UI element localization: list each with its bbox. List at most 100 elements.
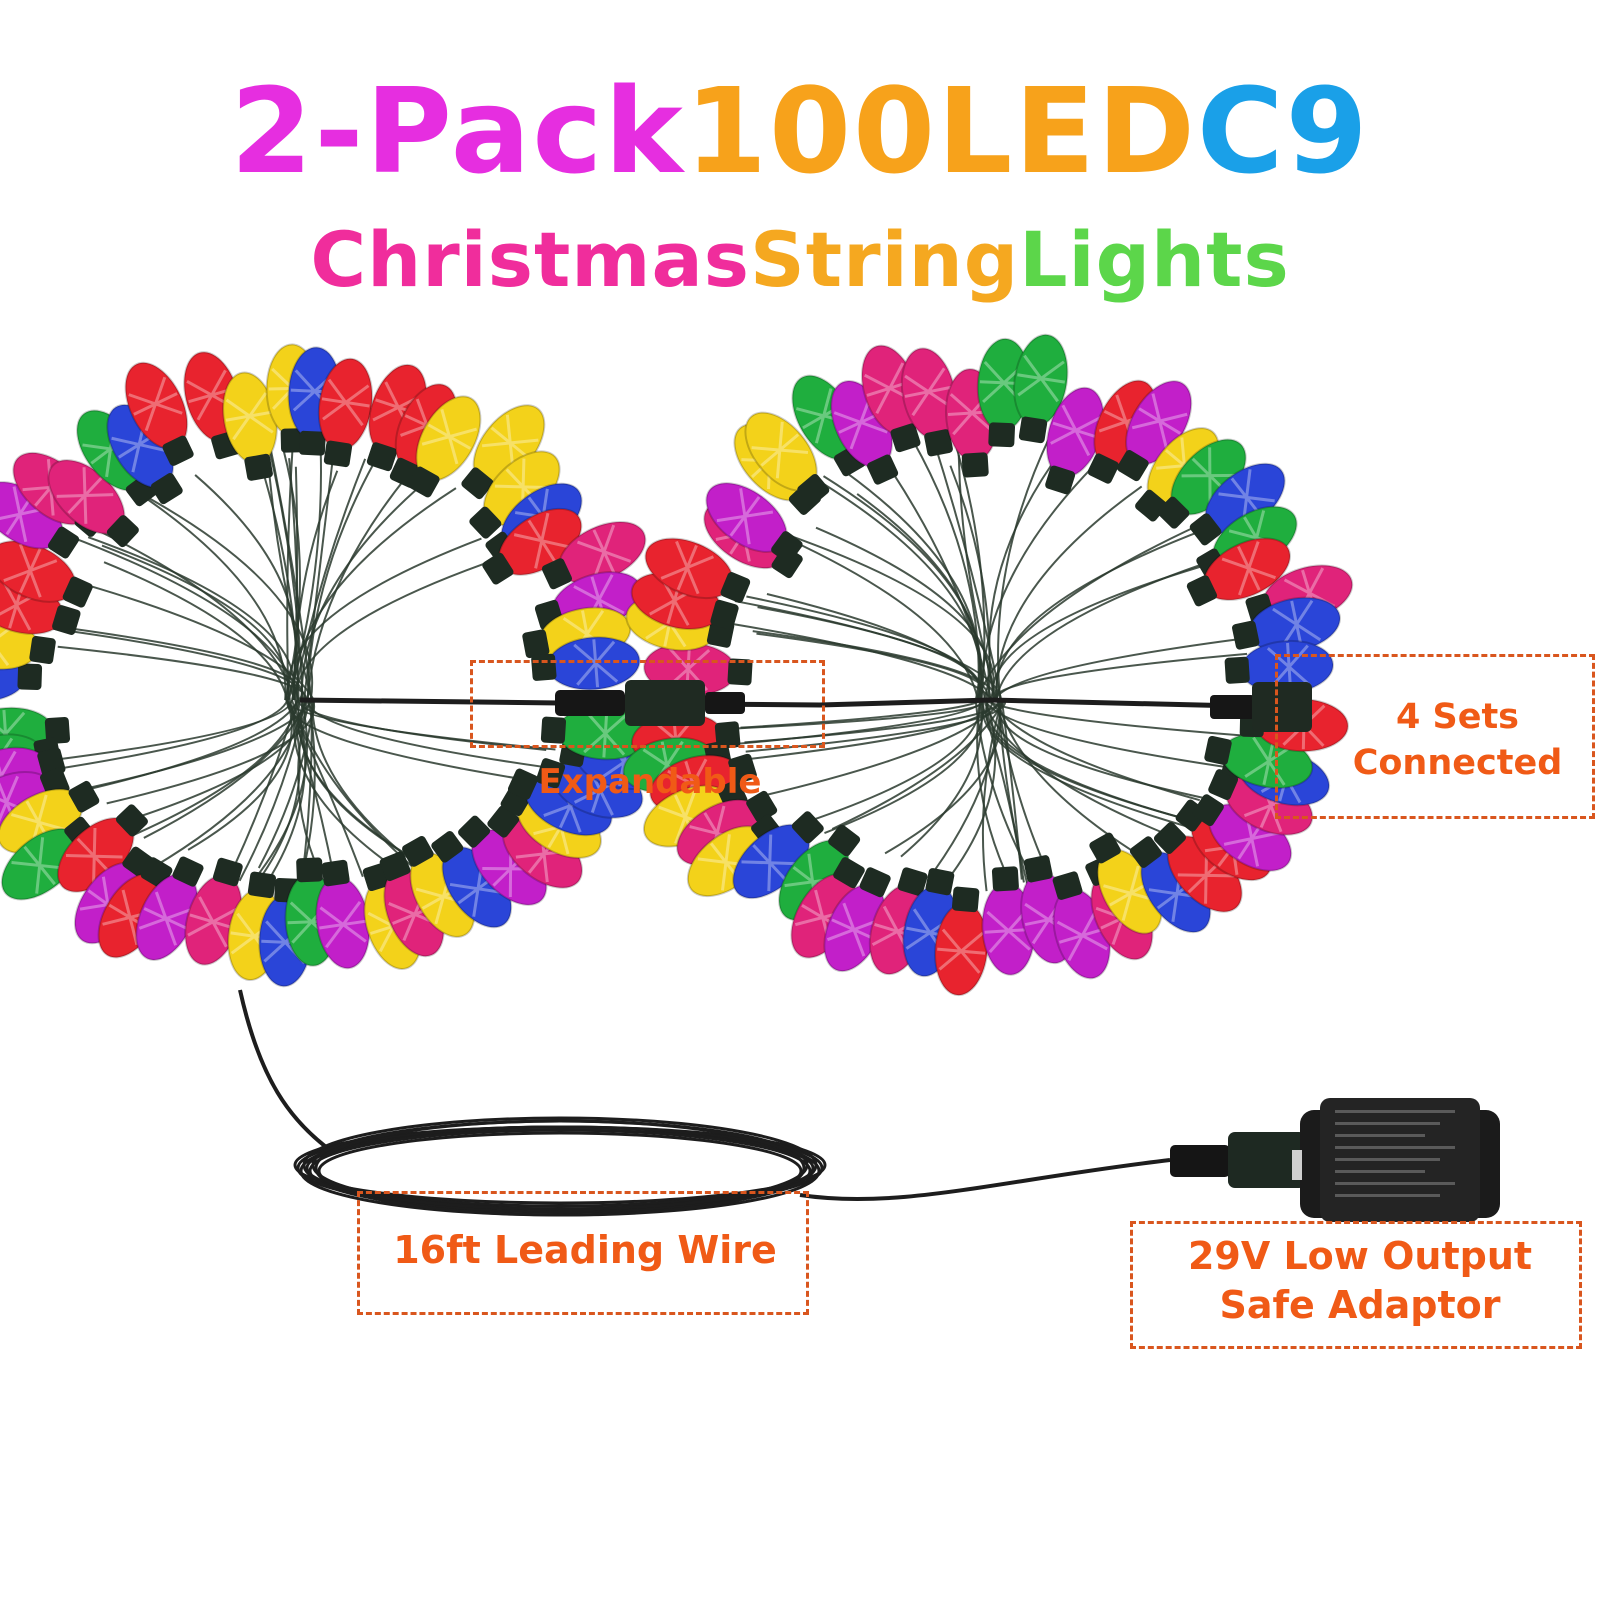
bulb-icon <box>705 482 803 564</box>
bulb-facets <box>65 827 123 885</box>
adaptor-label: 29V Low Output Safe Adaptor <box>1150 1232 1570 1331</box>
bulb-facets <box>573 639 619 688</box>
bulb-icon <box>184 857 243 966</box>
connecting-cable <box>299 697 1241 709</box>
power-adaptor-icon <box>1170 1098 1500 1222</box>
bulb-socket <box>1204 735 1232 765</box>
bulb-socket <box>522 629 550 659</box>
adaptor-prong <box>1292 1150 1302 1180</box>
wire-strand <box>995 527 1208 701</box>
bulb-facets <box>1272 599 1322 649</box>
bulb-icon <box>461 404 546 500</box>
bulb-icon <box>1186 537 1291 607</box>
bulb-socket <box>1087 453 1119 484</box>
coiled-wire <box>314 1119 806 1217</box>
adaptor-plug <box>1170 1145 1230 1177</box>
expandable-callout-box <box>470 660 825 748</box>
bulb-socket <box>507 768 538 800</box>
bulb-icon <box>531 636 641 691</box>
wire-strand <box>87 536 295 701</box>
adaptor-label-line <box>1335 1182 1455 1185</box>
bulb-socket <box>859 867 891 898</box>
end-connector-cap <box>1252 682 1312 732</box>
wire-strand <box>106 699 316 805</box>
wire-strand <box>993 652 1248 701</box>
wire-strand <box>822 475 983 701</box>
bulb-icon <box>56 804 148 893</box>
bulb-socket <box>150 473 183 505</box>
bulb-socket <box>771 531 803 564</box>
bulb-socket <box>1208 769 1239 800</box>
bulb-socket <box>162 435 194 466</box>
wire-strand <box>831 699 1006 830</box>
wire-strand <box>306 473 410 701</box>
bulb-socket <box>541 558 573 590</box>
adaptor-jack <box>1228 1132 1306 1188</box>
bulb-socket <box>791 811 824 844</box>
connector-tail <box>705 692 745 714</box>
bulb-socket <box>62 576 93 608</box>
wire-strand <box>756 632 989 701</box>
bulb-socket <box>458 815 491 848</box>
adaptor-wire <box>799 1158 1171 1202</box>
bulb-socket <box>487 805 520 838</box>
bulb-socket <box>408 466 440 498</box>
adaptor-label-line <box>1335 1122 1440 1125</box>
wire-strand <box>975 523 1202 701</box>
bulb-socket <box>402 835 434 867</box>
wire-strand <box>844 471 981 701</box>
bulb-socket <box>1189 513 1222 546</box>
bulb-socket <box>29 635 56 665</box>
bulb-socket <box>1232 620 1260 650</box>
bulb-socket <box>728 753 757 784</box>
wire-strand <box>151 699 304 869</box>
bulb-icon <box>47 459 139 548</box>
bulb-facets <box>138 891 194 946</box>
bulb-socket <box>244 453 273 481</box>
wire-strand <box>997 435 1052 701</box>
bulb-facets <box>1244 736 1294 786</box>
bulb-icon <box>823 867 891 973</box>
bulb-socket <box>1157 496 1190 529</box>
bulb-socket <box>469 506 502 539</box>
bulb-socket <box>1052 871 1083 900</box>
wire-strand <box>740 699 983 729</box>
bulb-socket <box>482 552 514 585</box>
bulb-facets <box>1221 541 1276 596</box>
bulb-facets <box>225 392 274 441</box>
adaptor-label-line <box>1335 1158 1440 1161</box>
connector-female <box>625 680 705 726</box>
wire-strand <box>981 699 1192 829</box>
bulb-icon <box>644 537 751 603</box>
bulb-socket <box>991 866 1019 892</box>
adaptor-label-line <box>1335 1134 1425 1137</box>
expandable-label: Expandable <box>538 762 762 802</box>
wire-strand <box>785 533 995 701</box>
wire-strand <box>932 437 1003 701</box>
bulb-icon <box>0 816 96 901</box>
four-sets-line2: Connected <box>1352 742 1563 783</box>
adaptor-label-line <box>1335 1146 1455 1149</box>
bulb-icon <box>408 395 482 498</box>
bulb-socket <box>727 658 753 686</box>
bulb-socket <box>1186 575 1218 607</box>
bulb-socket <box>1116 450 1149 482</box>
headline: 2-Pack 100LED C9 <box>0 62 1600 200</box>
bulb-socket <box>431 831 464 863</box>
wire-strand <box>266 446 313 701</box>
bulb-icon <box>934 886 989 997</box>
wire-strand <box>56 699 293 761</box>
wire-strand <box>103 561 289 701</box>
wire-strand <box>285 699 556 751</box>
wire-strand <box>294 556 502 701</box>
bulb-socket <box>17 663 43 690</box>
bulb-facets <box>716 488 774 545</box>
bulb-facets <box>826 902 881 957</box>
connector-male <box>555 690 625 716</box>
wire-strand <box>288 458 299 701</box>
bulb-facets <box>128 376 183 432</box>
bulb-socket <box>951 886 980 913</box>
bulb-socket <box>461 467 494 500</box>
bulb-socket <box>833 857 865 889</box>
